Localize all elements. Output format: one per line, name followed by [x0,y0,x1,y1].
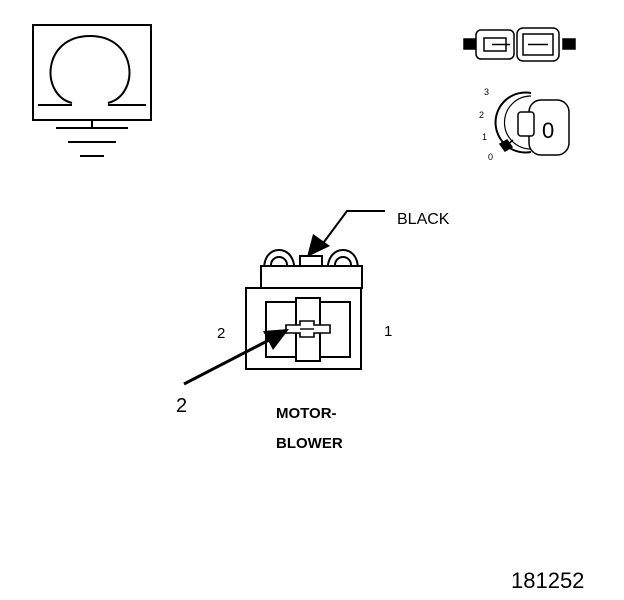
ignition-key-icon [494,91,570,156]
key-position-0: 0 [488,152,493,162]
key-position-2: 2 [479,110,484,120]
key-position-3: 3 [484,87,489,97]
figure-number: 181252 [511,568,584,593]
pin-number-left: 2 [217,325,225,342]
connector-name-line2: BLOWER [276,435,343,452]
terminal-callout-leader [183,329,289,386]
connector-plug-icon [463,27,576,62]
connector-name-line1: MOTOR- [276,405,337,422]
wire-color-arrowhead [307,234,330,257]
pin-number-right: 1 [384,323,392,340]
motor-blower-connector [245,248,363,370]
key-mark: 0 [542,118,554,143]
wire-color-leader [320,210,385,247]
key-position-1: 1 [482,132,487,142]
terminal-callout-number: 2 [176,395,187,417]
ohm-ground-symbol [32,24,152,157]
wire-color-label: BLACK [397,211,450,228]
